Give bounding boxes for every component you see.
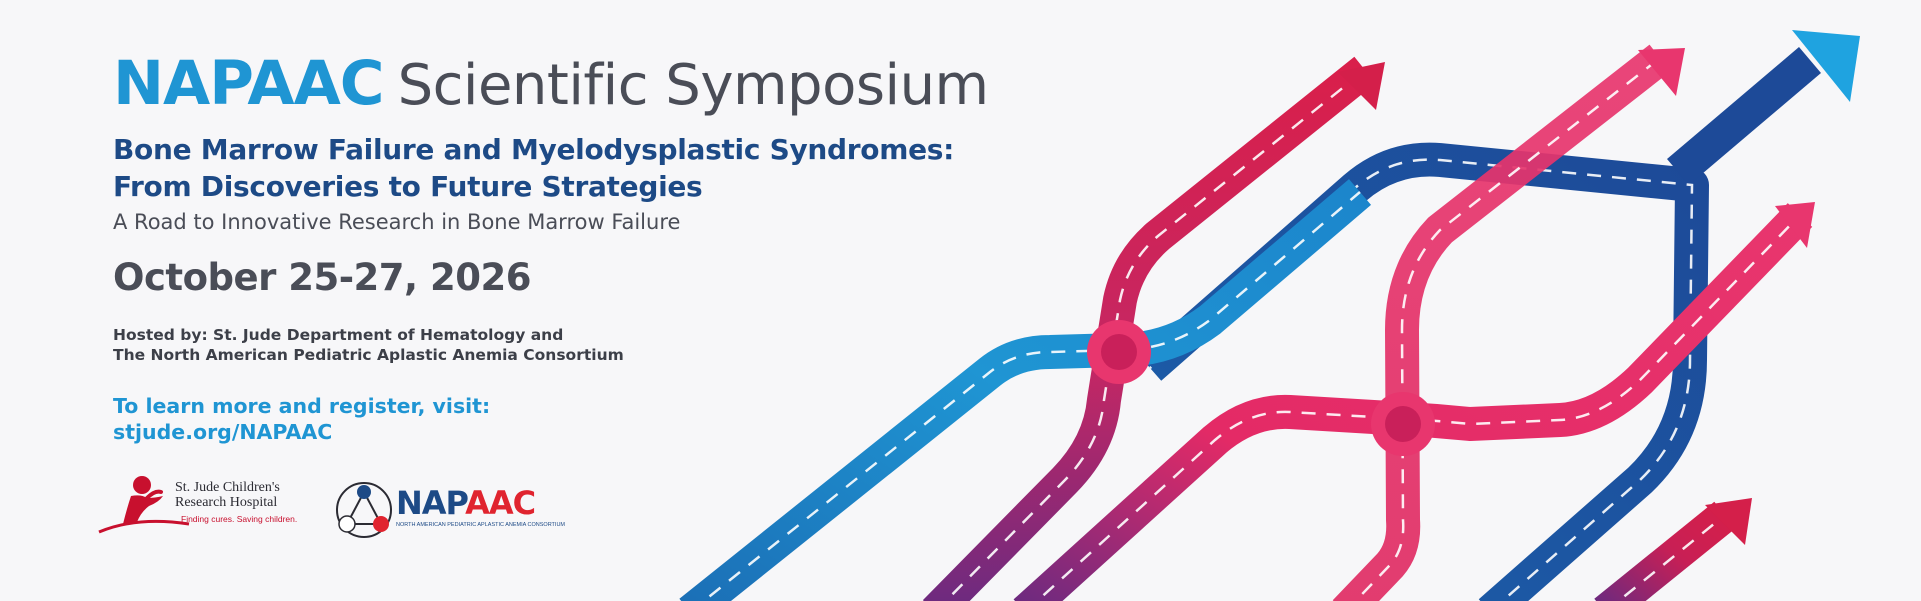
stjude-tagline: Finding cures. Saving children. — [181, 514, 298, 524]
title-napaac: NAPAAC — [113, 48, 385, 119]
hosted-line-1: Hosted by: St. Jude Department of Hemato… — [113, 326, 564, 344]
title-scientific-symposium: Scientific Symposium — [397, 53, 990, 118]
stjude-logo: St. Jude Children's Research Hospital Fi… — [97, 472, 297, 538]
napaac-subtitle: NORTH AMERICAN PEDIATRIC APLASTIC ANEMIA… — [396, 522, 566, 528]
headline: Bone Marrow Failure and Myelodysplastic … — [113, 131, 1013, 205]
molecule-triangle-icon — [336, 482, 392, 538]
hosted-line-2: The North American Pediatric Aplastic An… — [113, 346, 624, 364]
register-cta: To learn more and register, visit: stjud… — [113, 393, 1013, 445]
stjude-name: St. Jude Children's Research Hospital — [175, 480, 280, 510]
register-link[interactable]: stjude.org/NAPAAC — [113, 420, 333, 444]
headline-line-2: From Discoveries to Future Strategies — [113, 170, 703, 203]
hosted-by: Hosted by: St. Jude Department of Hemato… — [113, 325, 1013, 365]
cta-text: To learn more and register, visit: — [113, 394, 491, 418]
page-title: NAPAAC Scientific Symposium — [113, 48, 1013, 119]
tagline: A Road to Innovative Research in Bone Ma… — [113, 210, 681, 234]
event-dates: October 25-27, 2026 — [113, 256, 531, 299]
symposium-text-block: NAPAAC Scientific Symposium Bone Marrow … — [113, 48, 1013, 445]
napaac-logo: NAPAAC NORTH AMERICAN PEDIATRIC APLASTIC… — [334, 478, 566, 540]
child-silhouette-icon — [98, 476, 190, 534]
headline-line-1: Bone Marrow Failure and Myelodysplastic … — [113, 133, 955, 166]
napaac-wordmark: NAPAAC — [396, 484, 536, 522]
